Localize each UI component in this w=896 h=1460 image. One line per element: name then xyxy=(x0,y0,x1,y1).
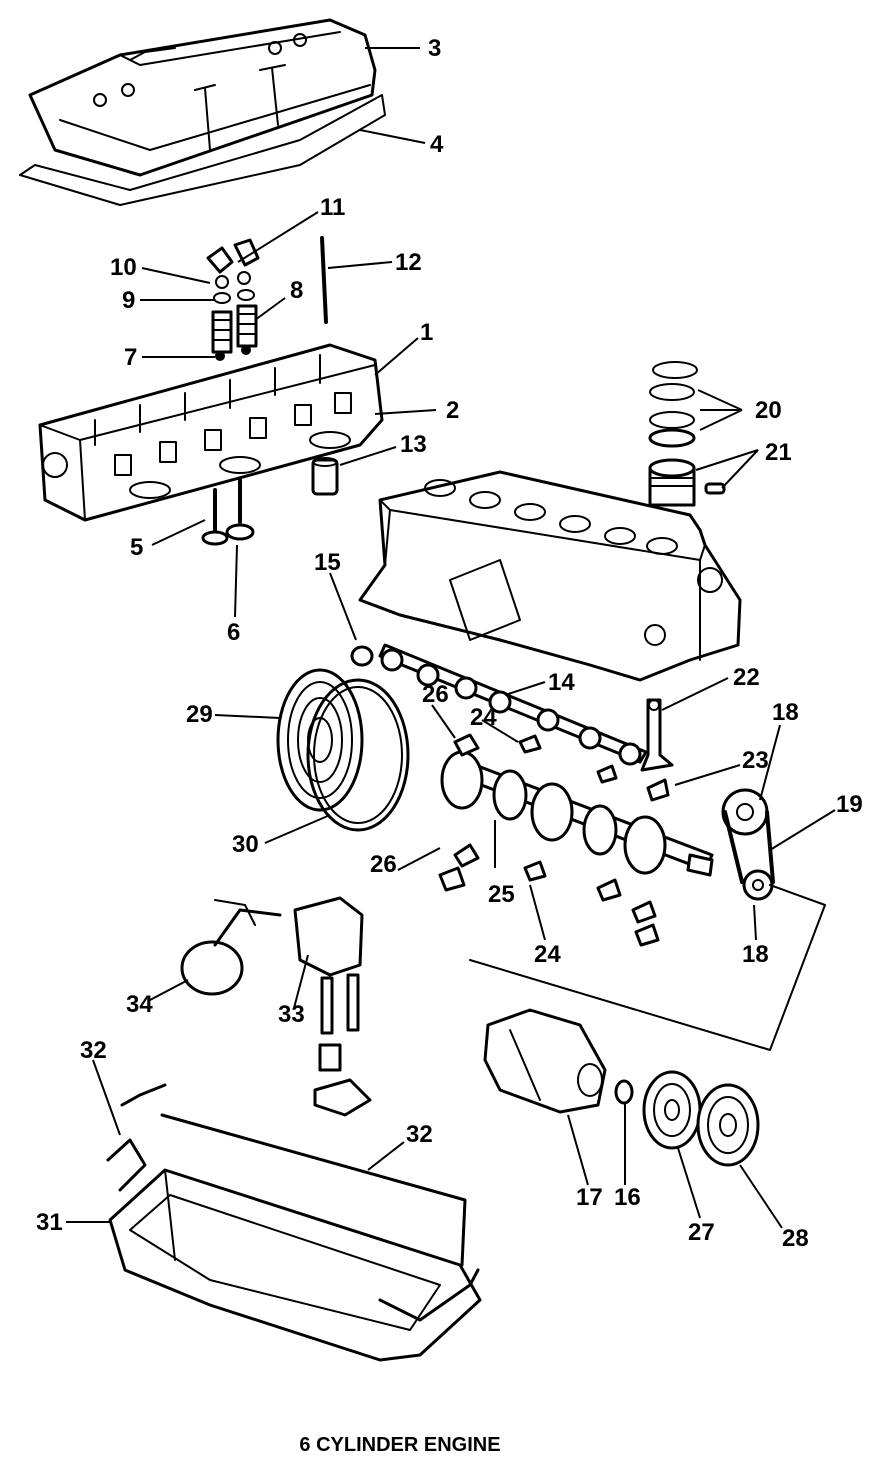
timing-chain xyxy=(723,810,775,884)
callout-17: 17 xyxy=(576,1184,603,1211)
callout-30: 30 xyxy=(232,831,259,858)
callout-29: 29 xyxy=(186,701,213,728)
callout-24-top: 24 xyxy=(470,704,497,731)
flexplate-ring xyxy=(306,678,410,832)
callout-8: 8 xyxy=(290,277,303,304)
oil-pan-gasket xyxy=(106,1083,480,1322)
callout-11: 11 xyxy=(320,194,345,221)
callout-32-right: 32 xyxy=(406,1121,433,1148)
front-seal xyxy=(614,1079,634,1105)
callout-13: 13 xyxy=(400,431,427,458)
camshaft xyxy=(378,643,648,766)
crankshaft xyxy=(440,750,714,877)
callout-34: 34 xyxy=(126,991,153,1018)
valve-cover-gasket xyxy=(19,94,386,206)
crank-pulley xyxy=(696,1083,760,1167)
cam-bearing xyxy=(350,645,374,667)
cylinder-head xyxy=(38,343,384,522)
callout-22: 22 xyxy=(733,664,760,691)
rocker-arm-parts xyxy=(206,238,260,361)
connecting-rod xyxy=(640,698,674,772)
valves xyxy=(201,478,255,546)
diagram-caption: 6 CYLINDER ENGINE xyxy=(299,1434,501,1456)
crank-sprocket xyxy=(742,869,774,901)
callout-32-left: 32 xyxy=(80,1037,107,1064)
oil-pickup xyxy=(180,899,282,996)
callout-26-bottom: 26 xyxy=(370,851,397,878)
callout-3: 3 xyxy=(428,35,441,62)
callout-18-bottom: 18 xyxy=(742,941,769,968)
timing-cover xyxy=(483,1008,607,1114)
cylinder-block xyxy=(358,470,742,682)
callout-2: 2 xyxy=(446,397,459,424)
callout-31: 31 xyxy=(36,1209,63,1236)
callout-1: 1 xyxy=(420,319,433,346)
callout-5: 5 xyxy=(130,534,143,561)
callout-21: 21 xyxy=(765,439,792,466)
callout-6: 6 xyxy=(227,619,240,646)
lifter xyxy=(311,457,339,496)
callout-labels: 3 4 11 10 12 9 8 7 1 2 13 5 6 15 14 20 2… xyxy=(36,35,863,1252)
callout-33: 33 xyxy=(278,1001,305,1028)
pushrod xyxy=(320,236,328,324)
callout-4: 4 xyxy=(430,131,444,158)
callout-16: 16 xyxy=(614,1184,641,1211)
callout-19: 19 xyxy=(836,791,863,818)
callout-27: 27 xyxy=(688,1219,715,1246)
callout-23: 23 xyxy=(742,747,769,774)
main-bearings xyxy=(438,733,660,947)
oil-pan xyxy=(108,1168,482,1362)
leader-lines xyxy=(66,47,836,1229)
vibration-damper xyxy=(642,1070,702,1150)
callout-10: 10 xyxy=(110,254,137,281)
callout-15: 15 xyxy=(314,549,341,576)
callout-25: 25 xyxy=(488,881,515,908)
oil-pump xyxy=(293,896,372,1117)
callout-26-top: 26 xyxy=(422,681,449,708)
piston-rings xyxy=(648,361,698,448)
callout-14: 14 xyxy=(548,669,575,696)
callout-7: 7 xyxy=(124,344,137,371)
valve-cover xyxy=(28,18,377,177)
callout-12: 12 xyxy=(395,249,422,276)
callout-9: 9 xyxy=(122,287,135,314)
callout-18-top: 18 xyxy=(772,699,799,726)
piston xyxy=(648,458,726,507)
callout-28: 28 xyxy=(782,1225,809,1252)
callout-20: 20 xyxy=(755,397,782,424)
callout-24-bottom: 24 xyxy=(534,941,561,968)
rod-bearing xyxy=(646,778,670,802)
